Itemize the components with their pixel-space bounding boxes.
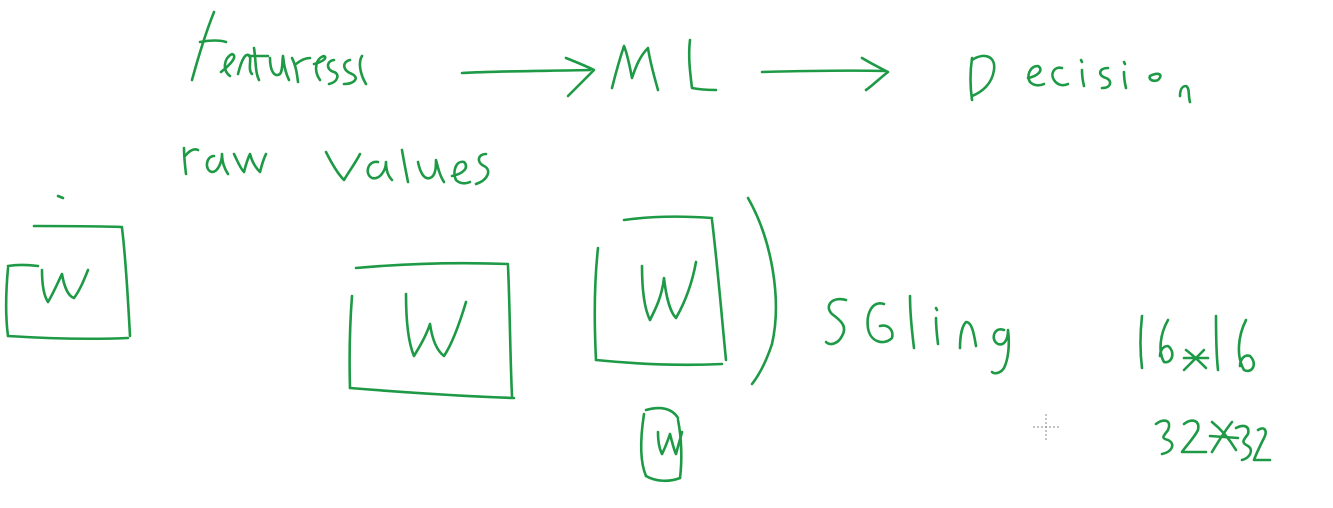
handwritten-32x32: 32*32 — [1154, 419, 1272, 462]
handwritten-decision: Decision — [969, 54, 1192, 104]
ink-layer: features ML — [4, 10, 1272, 483]
arrow-right-icon — [460, 56, 596, 98]
letter-w: W — [404, 292, 468, 358]
sketch-frame-medium: W — [593, 196, 778, 386]
sketch-frame-small: W — [4, 194, 132, 341]
handwritten-scaling: Scaling — [824, 294, 1011, 375]
sketch-frame-large: W — [348, 261, 516, 400]
sketch-frame-tiny: W — [639, 406, 684, 483]
crosshair-cursor-icon — [1033, 414, 1059, 440]
handwritten-ml: ML — [610, 38, 718, 92]
letter-w: W — [656, 430, 684, 456]
handwritten-features: features — [190, 10, 368, 86]
handwritten-raw-values: raw values — [182, 146, 490, 186]
letter-w: W — [640, 260, 698, 322]
letter-w: W — [40, 268, 90, 304]
arrow-right-icon — [760, 56, 890, 92]
bracket-arc — [746, 196, 778, 386]
handwritten-16x16: 16*16 — [1139, 314, 1256, 373]
